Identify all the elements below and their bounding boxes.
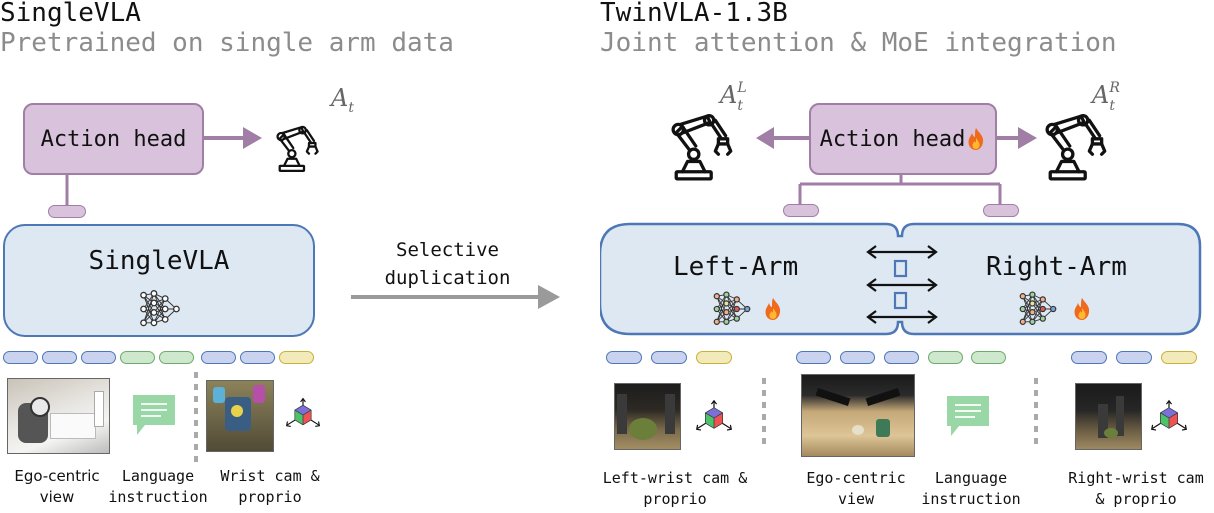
action-head-label: Action head: [819, 126, 966, 152]
singlevla-action-head: Action head: [23, 103, 204, 175]
language-token: [971, 351, 1006, 364]
image-token: [651, 351, 687, 364]
action-head-label: Action head: [40, 126, 187, 152]
neural-network-icon: [138, 290, 182, 328]
singlevla-subtitle: Pretrained on single arm data: [0, 28, 454, 58]
image-token: [1071, 351, 1107, 364]
proprio-cube-icon: [1150, 398, 1188, 438]
ego-centric-view-image: [7, 378, 110, 454]
image-token: [796, 351, 831, 364]
image-token: [240, 351, 275, 364]
language-token: [120, 351, 155, 364]
left-robot-arm-icon: [668, 110, 740, 182]
twinvla-action-head: Action head: [809, 103, 997, 175]
proprio-cube-icon: [695, 398, 733, 438]
wrist-cam-image: [206, 380, 274, 452]
fire-icon: [966, 127, 986, 151]
caption-left-wrist-cam: Left-wrist cam &proprio: [602, 469, 748, 508]
image-token: [42, 351, 77, 364]
proprio-token: [279, 351, 314, 364]
right-robot-arm-icon: [1042, 110, 1114, 182]
chat-bubble-icon: [131, 393, 177, 439]
language-token: [928, 351, 963, 364]
chat-bubble-icon: [945, 394, 991, 440]
singlevla-title: SingleVLA: [0, 0, 141, 28]
right-action-token: [983, 204, 1019, 217]
right-wrist-cam-image: [1075, 383, 1142, 450]
image-token: [1116, 351, 1152, 364]
singlevla-connectors: [65, 127, 560, 466]
language-token: [159, 351, 194, 364]
ego-centric-view-image: [801, 374, 915, 457]
image-token: [884, 351, 919, 364]
proprio-token: [1161, 351, 1197, 364]
image-token: [840, 351, 875, 364]
image-token: [201, 351, 236, 364]
image-token: [3, 351, 38, 364]
caption-wrist-cam: Wrist cam &proprio: [220, 467, 320, 506]
left-action-token: [783, 204, 819, 217]
right-arm-label: Right-Arm: [986, 252, 1127, 282]
right-mixture-of-experts-network-icon: [1018, 291, 1058, 327]
left-mixture-of-experts-network-icon: [712, 291, 752, 327]
caption-right-wrist-cam: Right-wrist cam& proprio: [1068, 469, 1204, 508]
twinvla-title: TwinVLA-1.3B: [600, 0, 788, 28]
twinvla-subtitle: Joint attention & MoE integration: [600, 28, 1117, 58]
action-symbol: At: [331, 84, 354, 116]
fire-icon: [763, 297, 783, 321]
image-token: [606, 351, 642, 364]
robot-arm-icon: [274, 112, 324, 184]
image-token: [81, 351, 116, 364]
left-wrist-cam-image: [614, 383, 681, 450]
singlevla-model-label: SingleVLA: [88, 246, 230, 276]
action-token: [48, 205, 86, 218]
fire-icon: [1072, 297, 1092, 321]
proprio-token: [696, 351, 732, 364]
proprio-cube-icon: [285, 396, 321, 434]
left-arm-label: Left-Arm: [673, 252, 799, 282]
singlevla-model-block: SingleVLA: [3, 224, 315, 337]
